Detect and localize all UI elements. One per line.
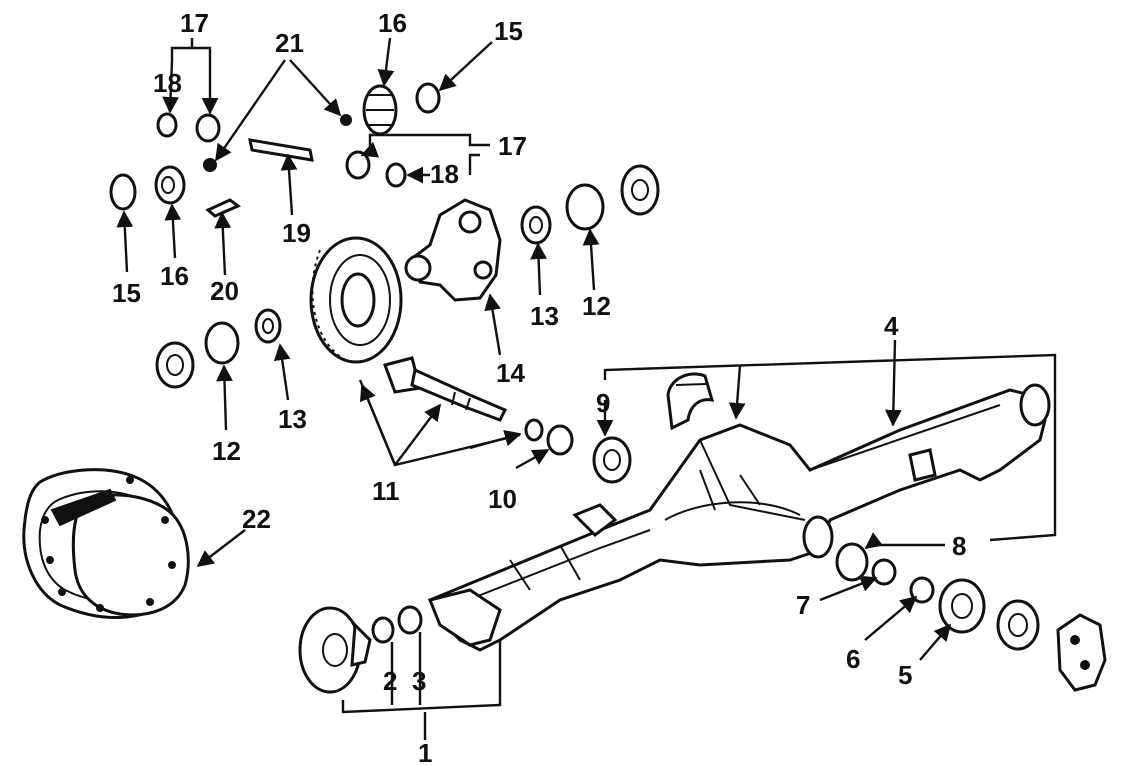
bearing-cup-12-upper <box>565 183 605 231</box>
callout-21: 21 <box>275 28 304 58</box>
leader-lines <box>116 37 1057 740</box>
yoke-flange <box>1056 613 1107 692</box>
callout-10: 10 <box>488 484 517 514</box>
callout-2: 2 <box>383 666 397 696</box>
drive-pinion <box>383 356 508 422</box>
ring-gear <box>309 236 403 364</box>
pinion-gear-17-right <box>345 150 371 180</box>
bearing-shim-lower <box>155 341 195 389</box>
callout-3: 3 <box>412 666 426 696</box>
callout-4: 4 <box>884 311 899 341</box>
callout-12-upper: 12 <box>582 291 611 321</box>
pinion-gear-18-right <box>385 162 407 188</box>
bearing-cup-12-lower <box>204 321 240 365</box>
lock-21 <box>203 114 352 172</box>
axle-shaft-flange <box>298 588 502 694</box>
callout-11: 11 <box>372 476 400 506</box>
differential-case <box>404 198 502 302</box>
pinion-seal-10 <box>524 418 574 456</box>
callout-19: 19 <box>282 218 311 248</box>
callout-13-upper: 13 <box>530 301 559 331</box>
callout-5: 5 <box>898 660 912 690</box>
callout-7: 7 <box>796 590 810 620</box>
bearing-shim-upper <box>620 164 660 216</box>
differential-bearing-9 <box>592 436 632 484</box>
callout-18-left: 18 <box>153 68 182 98</box>
side-gear-16-left <box>154 165 186 205</box>
callout-12-lower: 12 <box>212 436 241 466</box>
callout-9: 9 <box>596 388 610 418</box>
callout-14: 14 <box>496 358 525 388</box>
callout-22: 22 <box>242 504 271 534</box>
callout-1: 1 <box>418 738 432 766</box>
thrust-washer-15-left <box>109 173 137 211</box>
pinion-bearing-cup-8 <box>835 542 869 582</box>
callout-6: 6 <box>846 644 860 674</box>
callout-16-left: 16 <box>160 261 189 291</box>
callout-15-left: 15 <box>112 278 141 308</box>
axle-seal-right <box>996 599 1040 651</box>
callout-13-lower: 13 <box>278 404 307 434</box>
axle-seal-3 <box>397 605 423 635</box>
pinion-shaft-19 <box>248 138 314 162</box>
callout-labels: 17 18 21 16 15 17 18 15 16 20 19 12 13 1… <box>112 8 966 766</box>
differential-cover-gasket <box>22 468 190 620</box>
callout-16-top: 16 <box>378 8 407 38</box>
callout-17-right: 17 <box>498 131 527 161</box>
seal-7 <box>871 558 897 586</box>
callout-15-top: 15 <box>494 16 523 46</box>
axle-bearing-2 <box>371 616 395 644</box>
callout-18-right: 18 <box>430 159 459 189</box>
side-gear-16-top <box>362 84 398 136</box>
thrust-washer-15-top <box>415 82 441 114</box>
pinion-gear-17-left <box>195 113 221 143</box>
callout-8: 8 <box>952 531 966 561</box>
bearing-5 <box>938 578 986 634</box>
bearing-cap <box>666 372 715 431</box>
callout-20: 20 <box>210 276 239 306</box>
callout-17-left: 17 <box>180 8 209 38</box>
pinion-gear-18-left <box>156 112 178 138</box>
axle-housing <box>427 383 1051 652</box>
bearing-13-lower <box>254 308 282 344</box>
bearing-13-upper <box>520 205 552 245</box>
